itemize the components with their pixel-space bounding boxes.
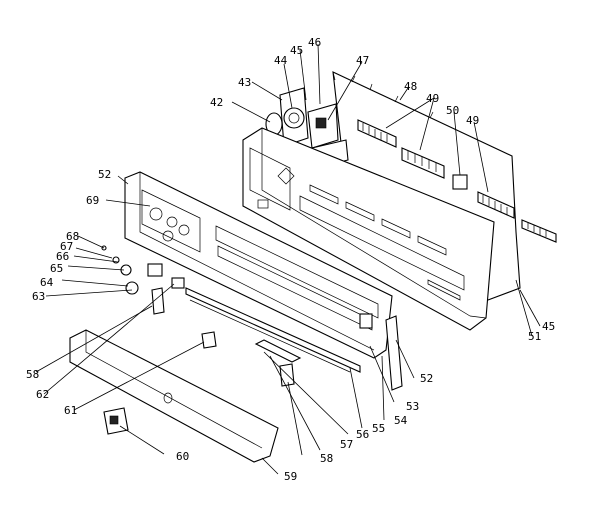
callout-47: 47 — [356, 54, 369, 67]
callout-43: 43 — [238, 76, 251, 89]
callout-49-right: 49 — [466, 114, 479, 127]
callout-49-top: 49 — [426, 92, 439, 105]
callout-46: 46 — [308, 36, 321, 49]
callout-58-bottom: 58 — [320, 452, 333, 465]
callout-44: 44 — [274, 54, 288, 67]
callout-69: 69 — [86, 194, 99, 207]
console-housing — [242, 127, 495, 331]
callout-58-left: 58 — [26, 368, 39, 381]
callout-45-bottom: 45 — [542, 320, 555, 333]
leader-lines — [35, 43, 541, 475]
callout-65: 65 — [50, 262, 63, 275]
callout-55: 55 — [372, 422, 385, 435]
callout-51: 51 — [528, 330, 541, 343]
callout-53: 53 — [406, 400, 419, 413]
callout-labels: 42 43 44 45 46 47 48 49 50 49 52 69 68 6… — [26, 36, 555, 483]
callout-60: 60 — [176, 450, 189, 463]
callout-62: 62 — [36, 388, 49, 401]
side-trim-52 — [385, 315, 403, 391]
callout-59: 59 — [284, 470, 297, 483]
callout-45-top: 45 — [290, 44, 303, 57]
callout-64: 64 — [40, 276, 54, 289]
callout-61: 61 — [64, 404, 77, 417]
front-panel-52 — [124, 171, 393, 359]
spacer-61 — [201, 331, 217, 349]
callout-68: 68 — [66, 230, 79, 243]
callout-66: 66 — [56, 250, 69, 263]
connector-block-49c — [477, 191, 515, 219]
callout-52-bottom: 52 — [420, 372, 433, 385]
connector-block-49a — [357, 119, 397, 148]
callout-48: 48 — [404, 80, 417, 93]
callout-67: 67 — [60, 240, 73, 253]
callout-52-top: 52 — [98, 168, 111, 181]
knob-group — [101, 245, 185, 295]
side-connector — [521, 219, 557, 243]
callout-54: 54 — [394, 414, 408, 427]
roller-57 — [254, 339, 302, 363]
callout-42: 42 — [210, 96, 223, 109]
component-50 — [452, 174, 468, 190]
callout-56: 56 — [356, 428, 369, 441]
connector-block-49b — [401, 147, 445, 179]
callout-63: 63 — [32, 290, 45, 303]
callout-57: 57 — [340, 438, 353, 451]
callout-50: 50 — [446, 104, 459, 117]
kick-panel-59 — [69, 329, 279, 463]
trim-rod — [185, 287, 361, 373]
